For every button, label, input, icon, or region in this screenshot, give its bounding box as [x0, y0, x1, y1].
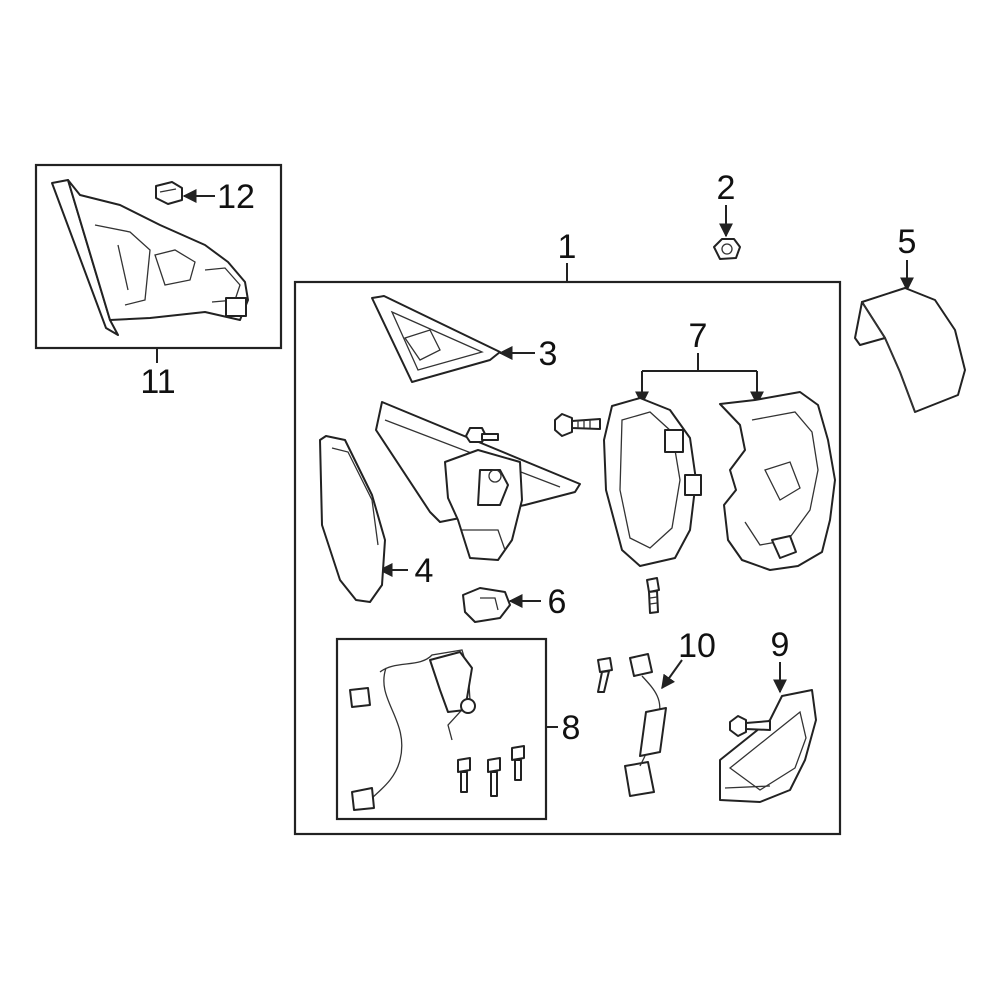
part-9-turn-signal	[719, 689, 817, 803]
callout-6: 6	[548, 583, 567, 621]
part-10-lamp-harness	[624, 653, 667, 797]
callout-10: 10	[678, 627, 716, 665]
inset-frame-11	[34, 163, 283, 350]
callout-11: 11	[140, 363, 175, 401]
callout-9: 9	[771, 626, 790, 664]
callout-1: 1	[558, 228, 577, 266]
part-2-nut	[713, 238, 741, 260]
part-3-triangle-trim	[371, 295, 501, 383]
part-7-housing-right	[719, 391, 836, 571]
part-5-mirror-cap	[854, 287, 966, 413]
inset-frame-8	[335, 637, 548, 821]
part-mirror-body-actuator	[375, 401, 581, 561]
part-11-mount-bracket	[51, 179, 249, 336]
part-12-clip	[155, 181, 183, 205]
part-bolt-upper-left	[465, 427, 499, 443]
part-bolt-lower	[646, 577, 660, 614]
part-4-mirror-glass	[319, 435, 386, 603]
callout-3: 3	[539, 335, 558, 373]
leader-7	[642, 353, 757, 372]
part-7-housing-left	[603, 397, 702, 567]
callout-2: 2	[717, 169, 736, 207]
callout-8: 8	[562, 709, 581, 747]
callout-12: 12	[217, 178, 255, 216]
part-8-harness	[349, 649, 525, 811]
callout-7: 7	[689, 317, 708, 355]
part-6-bracket	[462, 587, 511, 623]
callout-4: 4	[415, 552, 434, 590]
part-bolt-10	[597, 657, 613, 693]
callout-5: 5	[898, 223, 917, 261]
part-screw-9	[729, 715, 771, 737]
leader-10	[661, 659, 683, 690]
part-screw-upper	[554, 413, 601, 437]
